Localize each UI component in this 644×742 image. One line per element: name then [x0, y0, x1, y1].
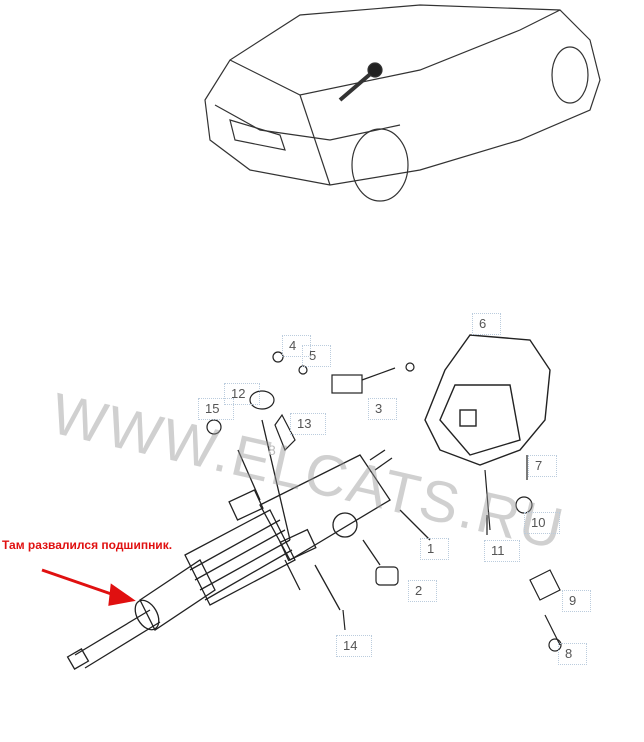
car-illustration	[204, 4, 601, 202]
part-label-2[interactable]: 2	[408, 580, 438, 602]
steering-column	[66, 419, 431, 670]
part-label-9[interactable]: 9	[562, 590, 592, 612]
part-label-11[interactable]: 11	[484, 540, 520, 562]
part-label-8[interactable]: 8	[558, 643, 588, 665]
part-label-7[interactable]: 7	[528, 455, 558, 477]
part-label-4[interactable]: 4	[282, 335, 312, 357]
part-label-10[interactable]: 10	[524, 512, 561, 534]
annotation-text: Там развалился подшипник.	[2, 538, 173, 552]
part-label-6[interactable]: 6	[472, 313, 502, 335]
steering-cover	[424, 334, 551, 466]
part-label-5[interactable]: 5	[302, 345, 332, 367]
part-label-3[interactable]: 3	[368, 398, 398, 420]
part-label-12[interactable]: 12	[224, 383, 261, 405]
small-parts	[206, 351, 562, 652]
part-label-13[interactable]: 13	[290, 413, 327, 435]
part-label-14[interactable]: 14	[336, 635, 373, 657]
part-label-hidden-8: 8	[268, 442, 276, 458]
annotation-arrow	[41, 568, 136, 606]
part-label-15[interactable]: 15	[198, 398, 235, 420]
part-label-1[interactable]: 1	[420, 538, 450, 560]
